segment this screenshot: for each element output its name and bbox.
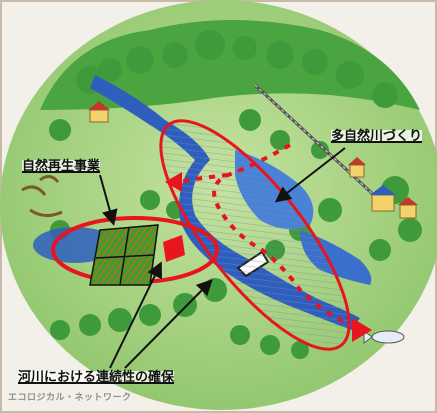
red-marker [163,235,185,262]
leader-arrow-restoration [99,174,118,226]
bird-icon [21,175,63,217]
label-eco-network: エコロジカル・ネットワーク [8,393,132,403]
rice-field-icon [89,224,159,286]
leader-arrow-continuity-2 [124,279,213,369]
nature-river-zone [159,119,351,351]
arrow-head-left [165,172,182,192]
label-nature-restoration: 自然再生事業 [22,159,101,174]
leader-arrow-river [274,147,346,203]
house-icon [88,101,418,219]
label-river-continuity: 河川における連続性の確保 [18,370,175,385]
river [90,75,360,330]
fish-icon [363,330,405,344]
label-nature-river-making: 多自然川づくり [331,129,423,144]
leader-arrow-continuity-1 [109,261,162,369]
arrow-head-right [352,318,372,342]
